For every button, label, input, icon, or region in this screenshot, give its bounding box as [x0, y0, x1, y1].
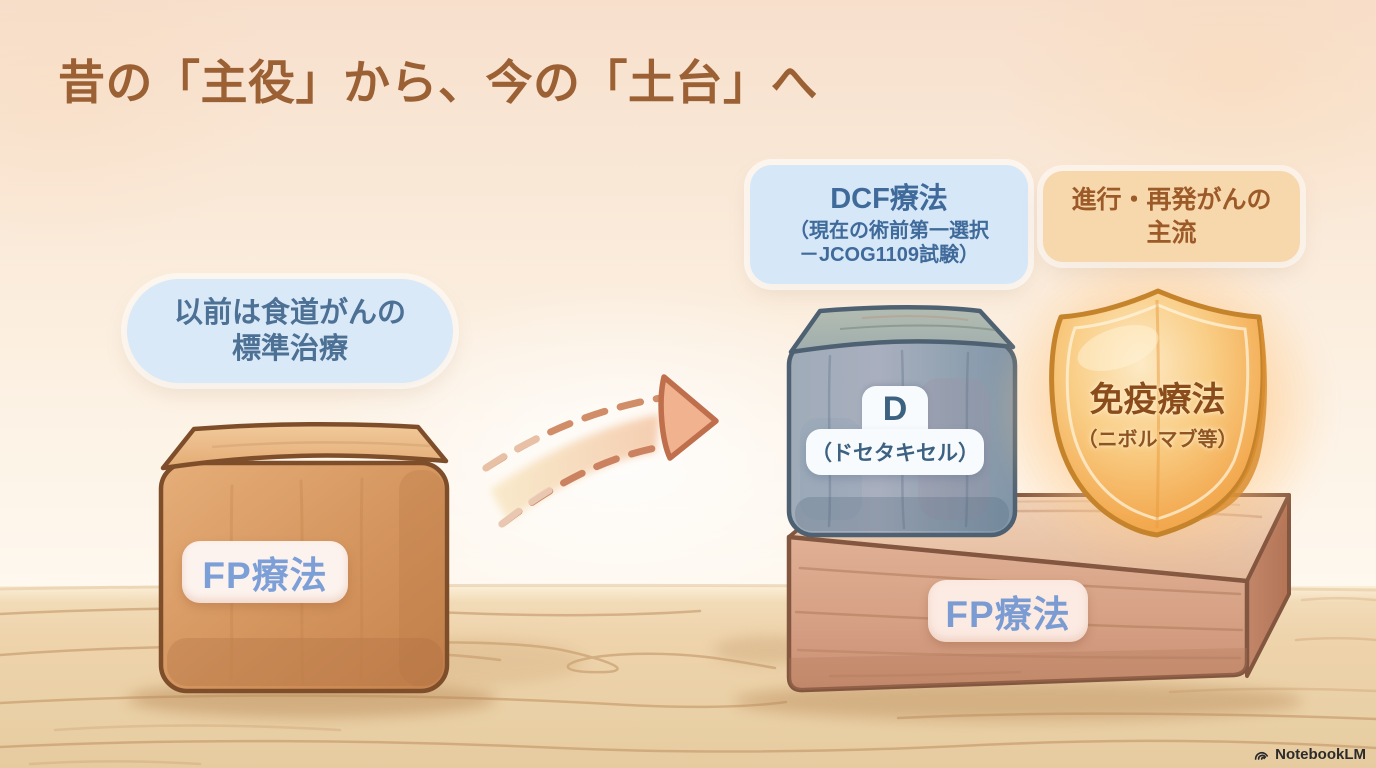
docetaxel-name: （ドセタキセル） [806, 429, 984, 475]
watermark: NotebookLM [1253, 746, 1366, 763]
notebooklm-logo-icon [1254, 751, 1269, 760]
immunotherapy-title: 免疫療法 [1089, 381, 1226, 419]
watermark-label: NotebookLM [1275, 746, 1366, 763]
docetaxel-plaque: D （ドセタキセル） [806, 386, 984, 475]
immunotherapy-sub: （ニボルマブ等） [1077, 429, 1238, 451]
fp-cube-label: FP療法 [182, 541, 348, 603]
dcf-therapy-box: DCF療法 （現在の術前第一選択 －JCOG1109試験） [750, 165, 1028, 284]
immunotherapy-label: 免疫療法 （ニボルマブ等） [1055, 372, 1260, 452]
mainstream-line2: 主流 [1146, 218, 1197, 247]
bubble-line1: 以前は食道がんの [173, 296, 406, 329]
mainstream-line1: 進行・再発がんの [1071, 186, 1272, 214]
transition-arrow [482, 374, 719, 528]
page-title: 昔の「主役」から、今の「土台」へ [58, 56, 818, 109]
dcf-subtitle-line1: （現在の術前第一選択 [789, 219, 989, 242]
fp-plank-label: FP療法 [928, 580, 1088, 642]
dcf-title: DCF療法 [830, 183, 948, 216]
past-standard-bubble: 以前は食道がんの 標準治療 [127, 279, 453, 383]
docetaxel-letter: D [862, 386, 928, 432]
dcf-subtitle-line2: －JCOG1109試験） [798, 243, 980, 266]
bubble-line2: 標準治療 [231, 333, 348, 365]
advanced-cancer-box: 進行・再発がんの 主流 [1043, 171, 1300, 262]
immunotherapy-shield-illustration [990, 243, 1330, 573]
